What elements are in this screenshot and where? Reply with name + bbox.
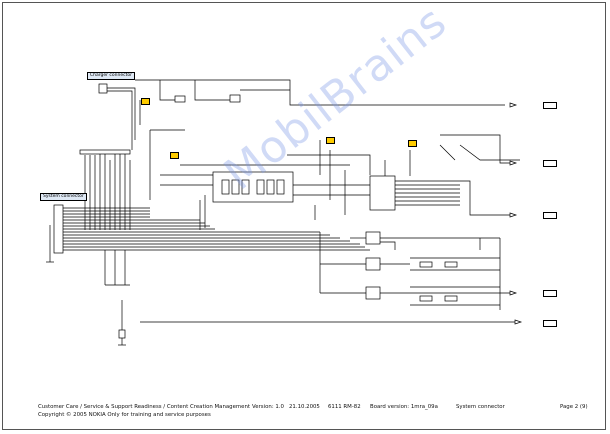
footer-board-version: Board version: 1mra_09a bbox=[370, 404, 438, 410]
net-tag bbox=[543, 290, 557, 297]
charger-connector-symbol bbox=[98, 83, 108, 94]
footer-date: 21.10.2005 bbox=[289, 404, 320, 410]
middle-ic-block bbox=[212, 171, 294, 203]
switch-group-1 bbox=[350, 231, 500, 250]
right-ic bbox=[369, 175, 396, 211]
footer-section: System connector bbox=[456, 404, 505, 410]
net-tag bbox=[543, 212, 557, 219]
voltage-tag bbox=[326, 137, 335, 144]
net-tag bbox=[543, 320, 557, 327]
charger-connector-label: Charger connector bbox=[87, 72, 135, 80]
footer-model: 6111 RM-82 bbox=[328, 404, 361, 410]
footer-department: Customer Care / Service & Support Readin… bbox=[38, 404, 251, 410]
switch-group-3 bbox=[320, 286, 510, 306]
net-tag bbox=[543, 160, 557, 167]
footer-page: Page 2 (9) bbox=[560, 404, 588, 410]
switch-group-2 bbox=[320, 257, 500, 271]
page-frame bbox=[2, 2, 606, 430]
footer-version: Version: 1.0 bbox=[252, 404, 284, 410]
footer-copyright: Copyright © 2005 NOKIA Only for training… bbox=[38, 412, 211, 418]
net-tag bbox=[543, 102, 557, 109]
voltage-tag bbox=[408, 140, 417, 147]
system-connector-label: System connector bbox=[40, 193, 87, 201]
system-connector-symbol bbox=[53, 204, 64, 254]
voltage-tag bbox=[170, 152, 179, 159]
voltage-tag bbox=[141, 98, 150, 105]
